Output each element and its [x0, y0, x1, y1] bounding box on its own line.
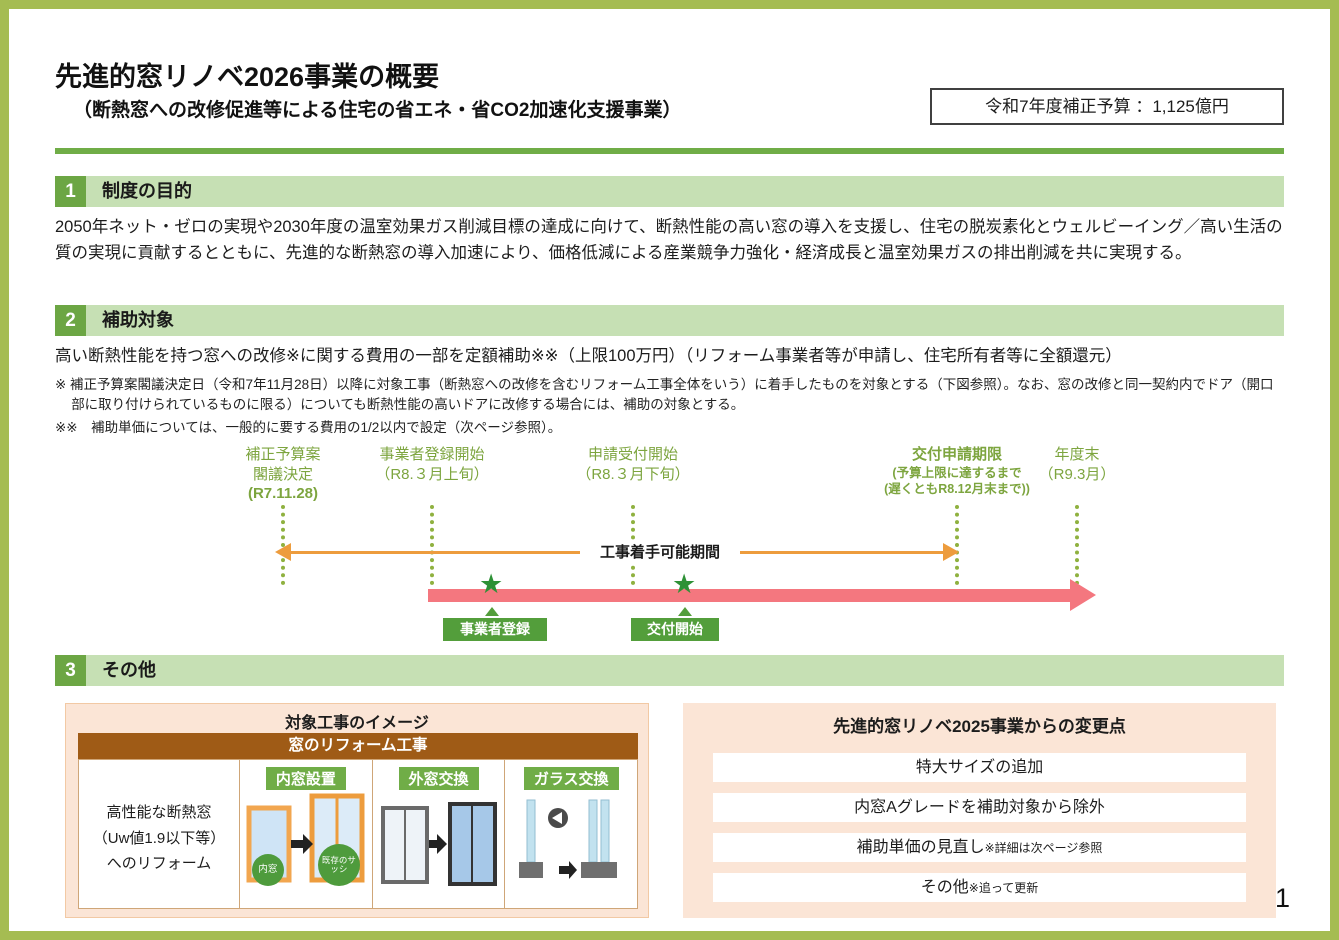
milestone-cabinet-decision: 補正予算案 閣議決定 (R7.11.28): [171, 445, 395, 504]
milestone-date: (遅くともR8.12月末まで)): [884, 481, 1030, 496]
section1-number: 1: [55, 176, 86, 207]
up-arrow-icon: [485, 607, 499, 616]
change-row: その他※追って更新: [713, 873, 1246, 902]
star-icon: ★: [479, 569, 504, 599]
section3-number: 3: [55, 655, 86, 686]
milestone-line: 申請受付開始: [587, 446, 678, 463]
outer-window-label: 外窓交換: [398, 767, 479, 790]
glass-replace-label: ガラス交換: [523, 767, 619, 790]
milestone-fiscal-year-end: 年度末 （R9.3月）: [965, 445, 1189, 484]
works-table: 高性能な断熱窓 （Uw値1.9以下等） へのリフォーム 内窓設置 内窓 既存のサ…: [78, 759, 638, 909]
inner-window-column: 内窓設置 内窓 既存のサッシ: [239, 760, 372, 908]
dotted-marker-line: [1075, 505, 1079, 585]
change-text: 特大サイズの追加: [915, 759, 1044, 776]
change-note: ※追って更新: [968, 881, 1039, 895]
target-works-panel: 対象工事のイメージ 窓のリフォーム工事 高性能な断熱窓 （Uw値1.9以下等） …: [65, 703, 649, 918]
milestone-registration-start: 事業者登録開始 （R8.３月上旬）: [320, 445, 544, 484]
section3-title: その他: [102, 660, 156, 680]
change-text: 内窓Aグレードを補助対象から除外: [854, 799, 1105, 816]
header-divider: [55, 148, 1284, 154]
budget-box: 令和7年度補正予算 ：1,125億円: [930, 88, 1284, 125]
section2-note1: ※ 補正予算案閣議決定日（令和7年11月28日）以降に対象工事（断熱窓への改修を…: [55, 377, 1274, 413]
page-number: 1: [1275, 883, 1291, 913]
changes-panel: 先進的窓リノベ2025事業からの変更点 特大サイズの追加 内窓Aグレードを補助対…: [683, 703, 1276, 918]
schedule-timeline: 補正予算案 閣議決定 (R7.11.28) 事業者登録開始 （R8.３月上旬） …: [55, 441, 1284, 655]
up-arrow-icon: [678, 607, 692, 616]
inner-window-tag: 内窓: [251, 854, 284, 886]
milestone-line: 交付申請期限: [911, 446, 1002, 463]
milestone-line: 補正予算案: [245, 446, 321, 463]
outer-window-illustration: [379, 792, 499, 904]
page-title: 先進的窓リノベ2026事業の概要: [55, 62, 440, 92]
milestone-date: （R8.３月下旬）: [576, 465, 690, 483]
section2-number: 2: [55, 305, 86, 336]
change-note: ※詳細は次ページ参照: [984, 841, 1103, 855]
construction-period-label: 工事着手可能期間: [580, 540, 740, 565]
milestone-date: （R9.3月）: [1038, 465, 1116, 483]
target-window-line: へのリフォーム: [106, 855, 212, 872]
section2-header: 2 補助対象: [55, 305, 1284, 336]
section2-body: 高い断熱性能を持つ窓への改修※に関する費用の一部を定額補助※※（上限100万円）…: [55, 347, 1122, 365]
window-reform-header: 窓のリフォーム工事: [78, 733, 638, 759]
section1-bar: 制度の目的: [86, 176, 1284, 207]
glass-replace-svg: [519, 799, 618, 879]
change-text: その他: [920, 879, 969, 896]
arrow-left-head-icon: [275, 543, 291, 561]
glass-replace-column: ガラス交換: [504, 760, 637, 908]
target-window-line: 高性能な断熱窓: [106, 804, 212, 821]
section2-title: 補助対象: [102, 310, 174, 330]
change-row: 補助単価の見直し※詳細は次ページ参照: [713, 833, 1246, 862]
milestone-line: 事業者登録開始: [379, 446, 485, 463]
target-works-title: 対象工事のイメージ: [285, 715, 429, 732]
section3-bar: その他: [86, 655, 1284, 686]
section2-bar: 補助対象: [86, 305, 1284, 336]
change-text: 補助単価の見直し: [856, 839, 985, 856]
target-window-line: （Uw値1.9以下等）: [92, 829, 226, 847]
section1-title: 制度の目的: [102, 181, 192, 201]
inner-window-label: 内窓設置: [265, 767, 346, 790]
outer-window-column: 外窓交換: [371, 760, 505, 908]
changes-title: 先進的窓リノベ2025事業からの変更点: [833, 717, 1126, 736]
inner-window-illustration: 内窓 既存のサッシ: [246, 792, 366, 904]
milestone-date: （R8.３月上旬）: [375, 465, 489, 483]
arrow-right-head-icon: [943, 543, 959, 561]
milestone-line: (予算上限に達するまで: [892, 465, 1022, 480]
section2-note2: ※※ 補助単価については、一般的に要する費用の1/2以内で設定（次ページ参照）。: [55, 420, 562, 435]
section1-header: 1 制度の目的: [55, 176, 1284, 207]
timeline-arrow-head-icon: [1070, 579, 1096, 611]
page-subtitle: （断熱窓への改修促進等による住宅の省エネ・省CO2加速化支援事業）: [73, 100, 682, 121]
grant-start-badge: 交付開始: [631, 618, 719, 641]
milestone-application-start: 申請受付開始 （R8.３月下旬）: [521, 445, 745, 484]
milestone-line: 年度末: [1054, 446, 1100, 463]
section3-header: 3 その他: [55, 655, 1284, 686]
section1-body: 2050年ネット・ゼロの実現や2030年度の温室効果ガス削減目標の達成に向けて、…: [55, 218, 1283, 262]
existing-sash-tag: 既存のサッシ: [317, 844, 360, 886]
change-row: 特大サイズの追加: [713, 753, 1246, 782]
dotted-marker-line: [430, 505, 434, 585]
milestone-line: 閣議決定: [252, 465, 313, 483]
milestone-date: (R7.11.28): [247, 485, 319, 502]
change-row: 内窓Aグレードを補助対象から除外: [713, 793, 1246, 822]
glass-replace-illustration: [511, 792, 631, 904]
outer-window-svg: [380, 802, 497, 886]
star-icon: ★: [672, 569, 697, 599]
registration-badge: 事業者登録: [443, 618, 547, 641]
target-window-cell: 高性能な断熱窓 （Uw値1.9以下等） へのリフォーム: [79, 760, 239, 908]
timeline-arrow: [428, 589, 1070, 602]
milestone-application-deadline: 交付申請期限 (予算上限に達するまで (遅くともR8.12月末まで)): [845, 445, 1069, 497]
